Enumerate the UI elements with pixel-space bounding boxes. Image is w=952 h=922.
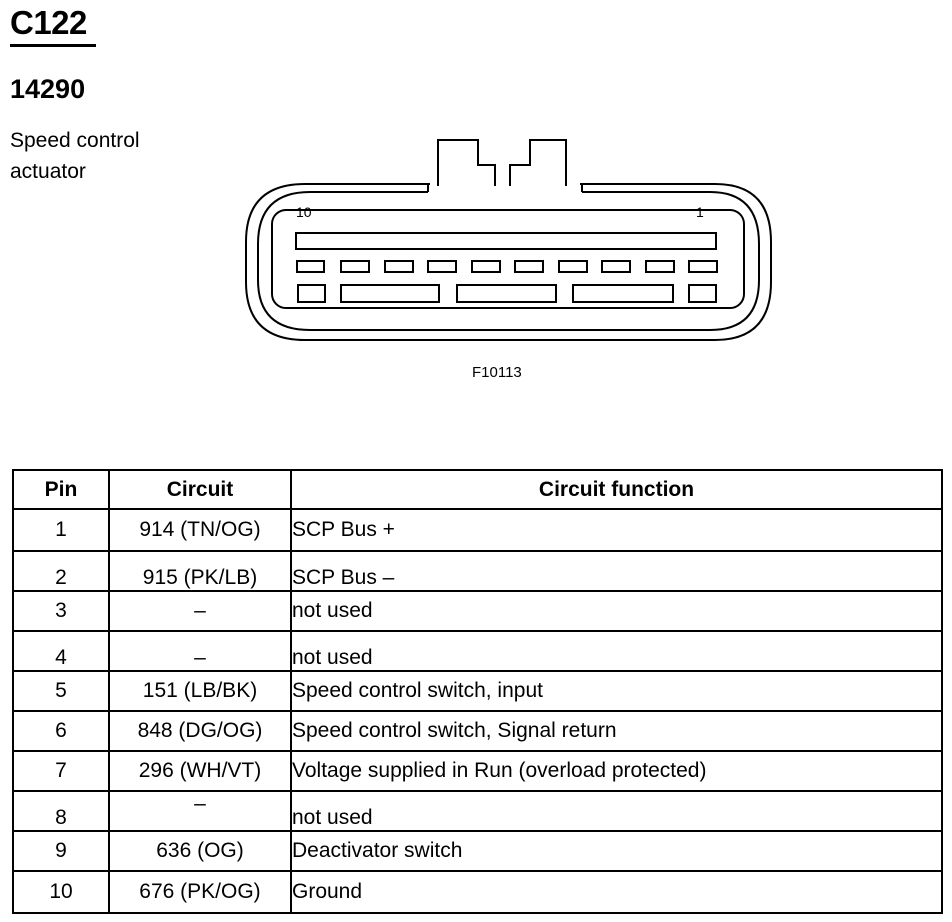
key-slot — [340, 284, 440, 303]
cell-circuit: – — [108, 630, 292, 672]
cell-circuit: 676 (PK/OG) — [108, 870, 292, 914]
pin-cavity-frame — [271, 209, 745, 309]
connector-title: C122 — [10, 4, 87, 41]
cell-circuit: 151 (LB/BK) — [108, 670, 292, 712]
pin-cavity — [384, 260, 414, 273]
table-row: 3 – not used — [12, 590, 943, 632]
cell-function: not used — [290, 590, 943, 632]
pin-cavity — [427, 260, 457, 273]
key-slot — [688, 284, 717, 303]
cell-pin: 10 — [12, 870, 110, 914]
table-header-row: Pin Circuit Circuit function — [12, 469, 943, 510]
title-underline — [10, 44, 96, 47]
terminal-slot-bar — [295, 232, 717, 250]
table-row: 2 915 (PK/LB) SCP Bus – — [12, 550, 943, 592]
cell-function: SCP Bus – — [290, 550, 943, 592]
header-circuit-function: Circuit function — [290, 469, 943, 510]
cell-function: not used — [290, 790, 943, 832]
pin-cavity — [601, 260, 631, 273]
pin-table: Pin Circuit Circuit function 1 914 (TN/O… — [12, 469, 943, 914]
description-line: Speed control — [10, 129, 140, 152]
header-circuit: Circuit — [108, 469, 292, 510]
cell-circuit: 915 (PK/LB) — [108, 550, 292, 592]
cell-circuit: 848 (DG/OG) — [108, 710, 292, 752]
table-row: 4 – not used — [12, 630, 943, 672]
cell-function: Deactivator switch — [290, 830, 943, 872]
key-slot — [572, 284, 674, 303]
cell-circuit: 296 (WH/VT) — [108, 750, 292, 792]
key-slot — [297, 284, 326, 303]
cell-pin: 7 — [12, 750, 110, 792]
part-number: 14290 — [10, 74, 86, 104]
pin-cavity — [296, 260, 325, 273]
cell-circuit: – — [108, 790, 292, 832]
header-pin: Pin — [12, 469, 110, 510]
cell-circuit: – — [108, 590, 292, 632]
table-row: 5 151 (LB/BK) Speed control switch, inpu… — [12, 670, 943, 712]
table-row: 7 296 (WH/VT) Voltage supplied in Run (o… — [12, 750, 943, 792]
pin-cavity — [340, 260, 370, 273]
connector-outer-shell — [245, 183, 772, 341]
cell-pin: 4 — [12, 630, 110, 672]
cell-pin: 9 — [12, 830, 110, 872]
cell-circuit: 914 (TN/OG) — [108, 508, 292, 552]
component-description: Speed control actuator — [10, 125, 210, 187]
cell-pin: 1 — [12, 508, 110, 552]
table-row: 10 676 (PK/OG) Ground — [12, 870, 943, 914]
description-line: actuator — [10, 160, 86, 183]
pin-cavity — [645, 260, 675, 273]
connector-face-diagram — [245, 139, 772, 341]
cell-function: Speed control switch, input — [290, 670, 943, 712]
cell-pin: 6 — [12, 710, 110, 752]
table-row: 1 914 (TN/OG) SCP Bus + — [12, 508, 943, 552]
latch-tab-left — [437, 139, 496, 186]
pin-cavity — [471, 260, 501, 273]
key-slot — [456, 284, 557, 303]
cell-pin: 3 — [12, 590, 110, 632]
pin-cavity — [514, 260, 544, 273]
connector-inner-shell — [257, 191, 760, 331]
cell-circuit: 636 (OG) — [108, 830, 292, 872]
latch-tab-right — [509, 139, 567, 186]
pin-10-label: 10 — [296, 204, 312, 220]
pin-cavity — [558, 260, 588, 273]
cell-function: not used — [290, 630, 943, 672]
cell-function: SCP Bus + — [290, 508, 943, 552]
cell-function: Speed control switch, Signal return — [290, 710, 943, 752]
table-row: 6 848 (DG/OG) Speed control switch, Sign… — [12, 710, 943, 752]
cell-function: Ground — [290, 870, 943, 914]
cell-pin: 8 — [12, 790, 110, 832]
table-row: 9 636 (OG) Deactivator switch — [12, 830, 943, 872]
cell-function: Voltage supplied in Run (overload protec… — [290, 750, 943, 792]
pin-cavity — [688, 260, 718, 273]
pin-1-label: 1 — [696, 204, 704, 220]
cell-pin: 2 — [12, 550, 110, 592]
figure-id: F10113 — [472, 364, 522, 381]
cell-pin: 5 — [12, 670, 110, 712]
table-row: 8 – not used — [12, 790, 943, 832]
